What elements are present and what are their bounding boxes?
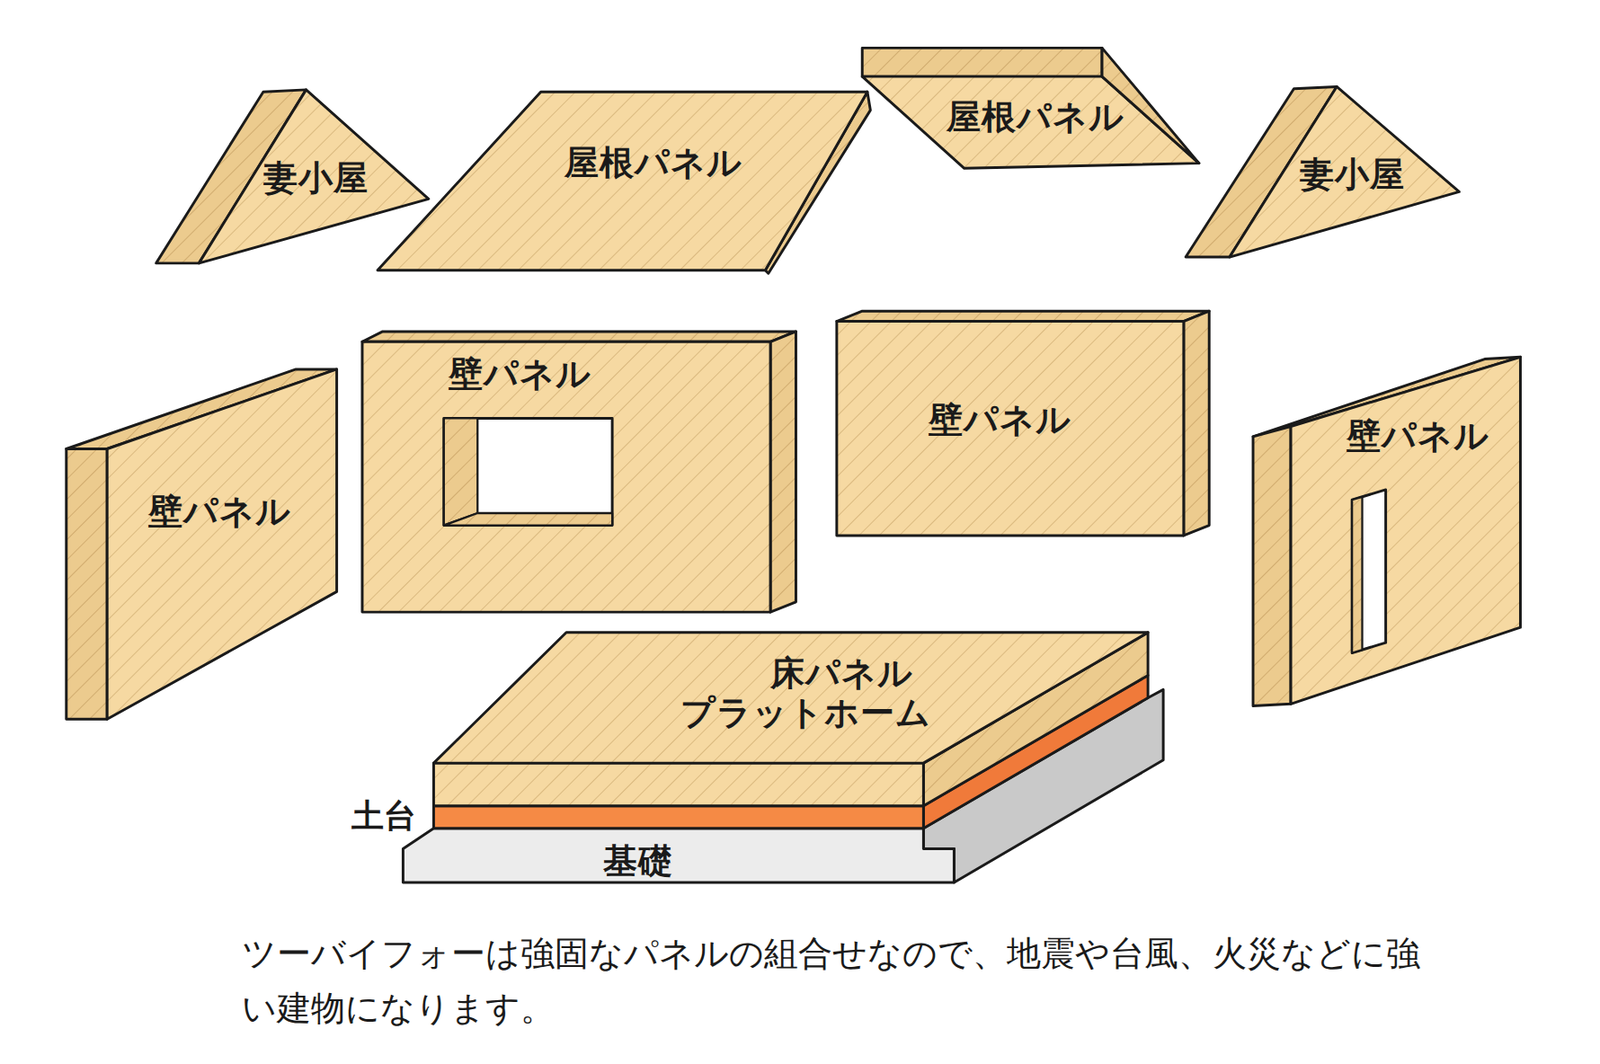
panel-name: 壁パネル (1346, 417, 1490, 457)
wall-top (836, 311, 1209, 321)
roof-face (377, 91, 868, 271)
panel-name: 屋根パネル (564, 143, 743, 184)
panel-label: 屋根パネル (564, 143, 743, 184)
wall-face (362, 341, 771, 613)
panel-name: 壁パネル (928, 400, 1072, 441)
floor-front (433, 763, 924, 807)
foundation-label: 基礎 (603, 842, 674, 882)
panel-label: 妻小屋 (1299, 155, 1405, 196)
panel-label: 床パネルプラットホーム (680, 654, 932, 733)
part-label: 土台 (351, 794, 417, 839)
panel-name: 基礎 (603, 842, 674, 882)
door-reveal (1351, 497, 1362, 654)
wall-face (1290, 356, 1520, 704)
panel-label: 壁パネル (448, 355, 592, 395)
floor-top (433, 632, 1148, 764)
wall-face (836, 321, 1184, 536)
sill-front (433, 806, 924, 829)
panel-label: 壁パネル (1346, 417, 1490, 457)
wall-side (1253, 426, 1291, 707)
panel-name: プラットホーム (680, 693, 932, 734)
wall-face (106, 369, 337, 720)
wall-side (770, 331, 796, 613)
window-reveal (444, 513, 613, 526)
foundation-front (402, 828, 954, 883)
panel-name: 床パネル (752, 654, 932, 694)
gable-face (198, 89, 428, 264)
window-opening (444, 417, 613, 525)
panel-label: 壁パネル (148, 492, 292, 533)
panel-name: 屋根パネル (946, 97, 1125, 138)
window-reveal (444, 417, 478, 525)
panel-name: 妻小屋 (1299, 155, 1405, 196)
wall-top (362, 331, 796, 342)
wall-side (66, 448, 107, 720)
panel-name: 壁パネル (448, 355, 592, 395)
caption: ツーバイフォーは強固なパネルの組合せなので、地震や台風、火災などに強い建物になり… (241, 926, 1429, 1038)
panel-name: 妻小屋 (263, 159, 369, 199)
door-opening (1351, 489, 1386, 654)
panel-name: 壁パネル (148, 492, 292, 533)
panel-label: 屋根パネル (946, 97, 1125, 138)
roof-edge (862, 47, 1103, 77)
wall-side (1183, 311, 1209, 536)
roof-face (862, 76, 1200, 169)
gable-face (1229, 86, 1459, 258)
panel-label: 妻小屋 (263, 159, 369, 199)
panel-label: 壁パネル (928, 400, 1072, 441)
